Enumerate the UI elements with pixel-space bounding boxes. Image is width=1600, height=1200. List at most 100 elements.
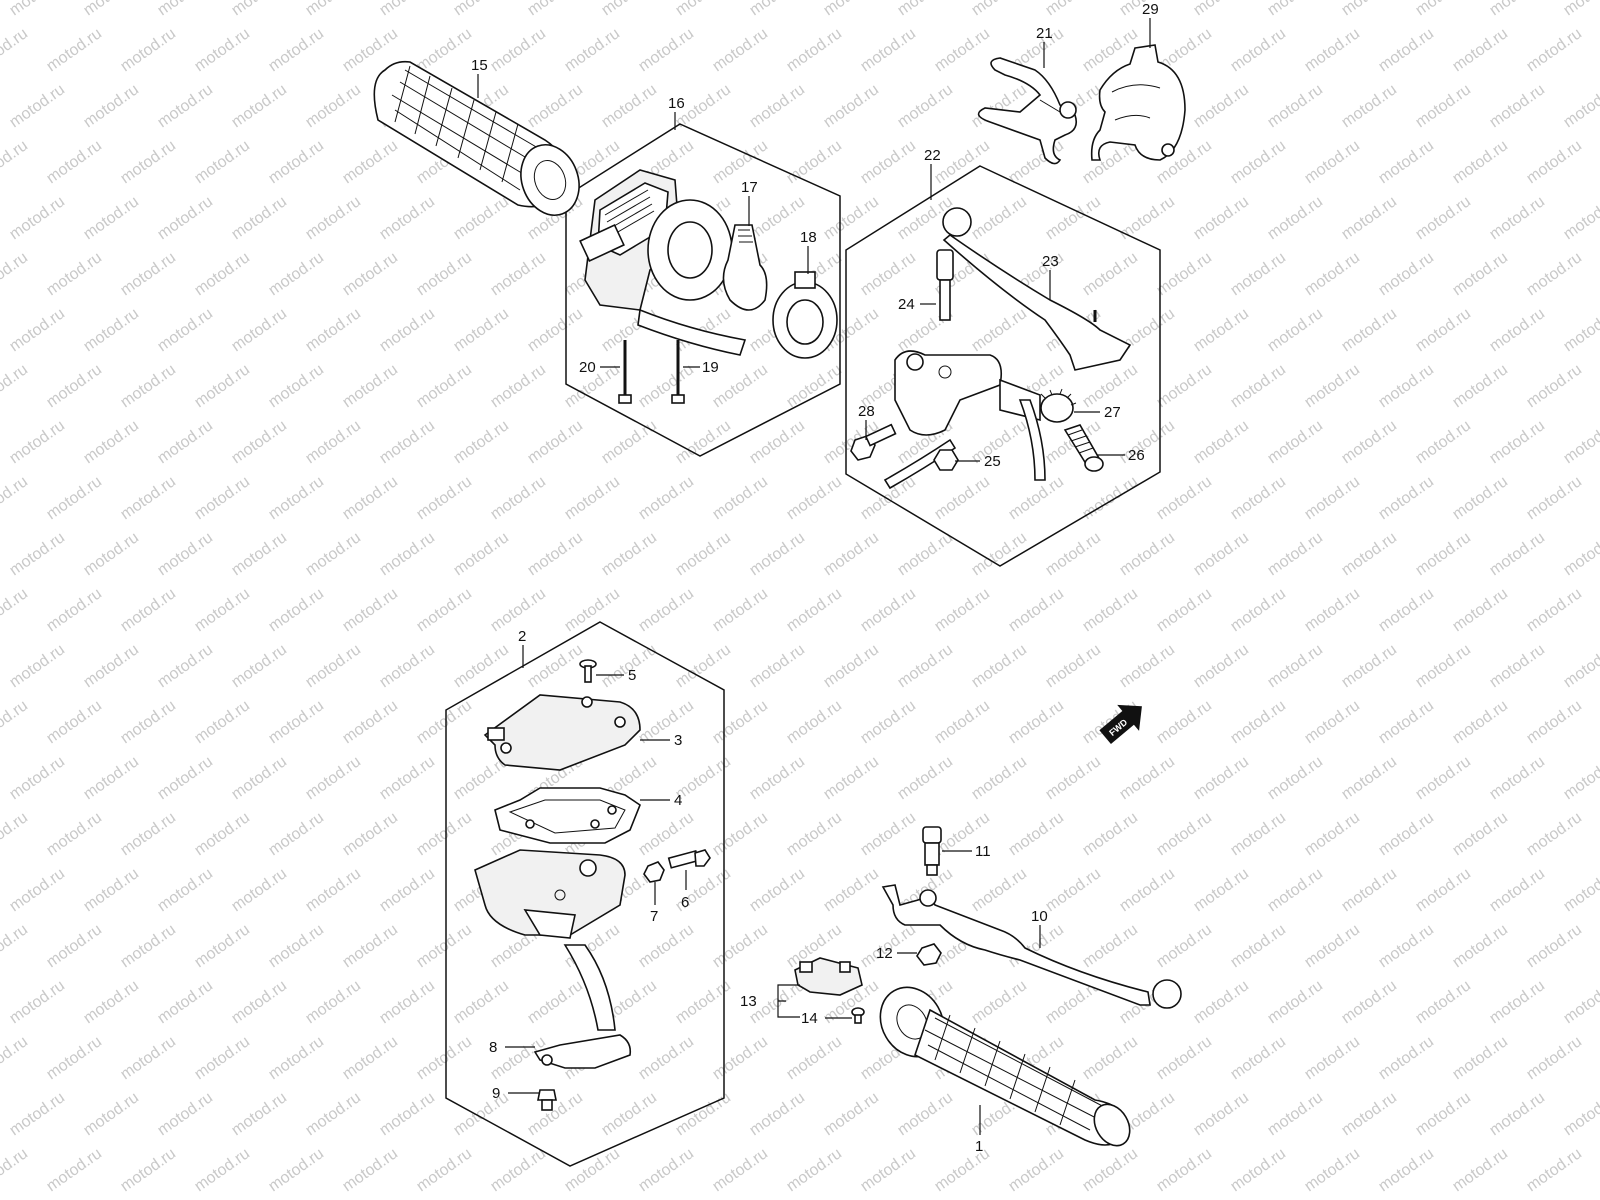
watermark-text: motod.ru bbox=[377, 305, 438, 355]
watermark-text: motod.ru bbox=[1117, 193, 1178, 243]
watermark-text: motod.ru bbox=[969, 193, 1030, 243]
watermark-text: motod.ru bbox=[821, 1089, 882, 1139]
watermark-text: motod.ru bbox=[7, 1089, 68, 1139]
watermark-text: motod.ru bbox=[932, 473, 993, 523]
watermark-text: motod.ru bbox=[710, 585, 771, 635]
watermark-text: motod.ru bbox=[340, 809, 401, 859]
watermark-text: motod.ru bbox=[1080, 473, 1141, 523]
watermark-text: motod.ru bbox=[932, 137, 993, 187]
watermark-text: motod.ru bbox=[1561, 81, 1600, 131]
watermark-text: motod.ru bbox=[1487, 417, 1548, 467]
watermark-text: motod.ru bbox=[155, 417, 216, 467]
watermark-text: motod.ru bbox=[1524, 697, 1585, 747]
part-number-6: 6 bbox=[681, 894, 689, 911]
watermark-text: motod.ru bbox=[1376, 921, 1437, 971]
watermark-text: motod.ru bbox=[1413, 753, 1474, 803]
watermark-text: motod.ru bbox=[1228, 585, 1289, 635]
nut-12-drawing bbox=[916, 943, 942, 966]
watermark-text: motod.ru bbox=[0, 361, 31, 411]
watermark-text: motod.ru bbox=[0, 921, 31, 971]
part-number-9: 9 bbox=[492, 1085, 500, 1102]
watermark-text: motod.ru bbox=[44, 697, 105, 747]
watermark-text: motod.ru bbox=[1376, 697, 1437, 747]
watermark-text: motod.ru bbox=[673, 0, 734, 19]
part-number-14: 14 bbox=[801, 1010, 818, 1027]
watermark-text: motod.ru bbox=[1450, 361, 1511, 411]
grip-left-drawing bbox=[373, 60, 580, 216]
watermark-text: motod.ru bbox=[1080, 809, 1141, 859]
cable-plate-8-drawing bbox=[533, 1034, 632, 1069]
screw-14-drawing bbox=[851, 1007, 865, 1024]
watermark-text: motod.ru bbox=[451, 0, 512, 19]
watermark-text: motod.ru bbox=[895, 0, 956, 19]
watermark-text: motod.ru bbox=[1524, 1033, 1585, 1083]
watermark-text: motod.ru bbox=[784, 473, 845, 523]
watermark-text: motod.ru bbox=[451, 305, 512, 355]
watermark-text: motod.ru bbox=[969, 641, 1030, 691]
watermark-text: motod.ru bbox=[414, 25, 475, 75]
watermark-text: motod.ru bbox=[192, 25, 253, 75]
watermark-text: motod.ru bbox=[673, 1089, 734, 1139]
watermark-text: motod.ru bbox=[192, 1033, 253, 1083]
watermark-text: motod.ru bbox=[0, 25, 31, 75]
watermark-text: motod.ru bbox=[488, 473, 549, 523]
watermark-text: motod.ru bbox=[44, 137, 105, 187]
watermark-text: motod.ru bbox=[118, 473, 179, 523]
watermark-text: motod.ru bbox=[155, 753, 216, 803]
watermark-text: motod.ru bbox=[636, 25, 697, 75]
watermark-text: motod.ru bbox=[192, 921, 253, 971]
watermark-text: motod.ru bbox=[1265, 0, 1326, 19]
bolt-11-drawing bbox=[922, 826, 942, 876]
fwd-badge: FWD bbox=[1099, 704, 1142, 745]
watermark-text: motod.ru bbox=[192, 361, 253, 411]
watermark-text: motod.ru bbox=[1006, 809, 1067, 859]
screw-5-drawing bbox=[579, 659, 597, 683]
watermark-text: motod.ru bbox=[1524, 809, 1585, 859]
watermark-text: motod.ru bbox=[747, 193, 808, 243]
watermark-text: motod.ru bbox=[81, 529, 142, 579]
watermark-text: motod.ru bbox=[155, 641, 216, 691]
switch-housing-drawing bbox=[579, 169, 747, 356]
watermark-text: motod.ru bbox=[1339, 977, 1400, 1027]
part-labels: 15 16 17 18 19 20 21 22 23 24 25 26 27 2… bbox=[471, 1, 1159, 1155]
watermark-text: motod.ru bbox=[1450, 25, 1511, 75]
watermark-text: motod.ru bbox=[377, 641, 438, 691]
watermark-text: motod.ru bbox=[1487, 81, 1548, 131]
watermark-text: motod.ru bbox=[1080, 1145, 1141, 1195]
watermark-text: motod.ru bbox=[710, 809, 771, 859]
watermark-text: motod.ru bbox=[858, 25, 919, 75]
part-number-13: 13 bbox=[740, 993, 757, 1010]
part-number-16: 16 bbox=[668, 95, 685, 112]
lever-23-drawing bbox=[942, 207, 1132, 371]
watermark-text: motod.ru bbox=[0, 137, 31, 187]
part-number-28: 28 bbox=[858, 403, 875, 420]
cover-3-drawing bbox=[483, 694, 641, 771]
watermark-text: motod.ru bbox=[821, 753, 882, 803]
part-number-3: 3 bbox=[674, 732, 682, 749]
watermark-text: motod.ru bbox=[525, 0, 586, 19]
part-number-2: 2 bbox=[518, 628, 526, 645]
watermark-text: motod.ru bbox=[44, 921, 105, 971]
watermark-text: motod.ru bbox=[895, 81, 956, 131]
watermark-text: motod.ru bbox=[1006, 585, 1067, 635]
stop-switch-13-drawing bbox=[794, 957, 863, 996]
watermark-text: motod.ru bbox=[784, 585, 845, 635]
watermark-text: motod.ru bbox=[1191, 529, 1252, 579]
watermark-text: motod.ru bbox=[636, 921, 697, 971]
watermark-text: motod.ru bbox=[266, 697, 327, 747]
watermark-text: motod.ru bbox=[118, 585, 179, 635]
watermark-text: motod.ru bbox=[118, 1145, 179, 1195]
watermark-text: motod.ru bbox=[1191, 1089, 1252, 1139]
watermark-text: motod.ru bbox=[414, 1145, 475, 1195]
watermark-text: motod.ru bbox=[1339, 529, 1400, 579]
watermark-text: motod.ru bbox=[414, 809, 475, 859]
watermark-text: motod.ru bbox=[1450, 809, 1511, 859]
watermark-text: motod.ru bbox=[1339, 81, 1400, 131]
part-number-8: 8 bbox=[489, 1039, 497, 1056]
watermark-text: motod.ru bbox=[710, 921, 771, 971]
watermark-text: motod.ru bbox=[414, 361, 475, 411]
watermark-text: motod.ru bbox=[636, 1145, 697, 1195]
watermark-text: motod.ru bbox=[1191, 865, 1252, 915]
watermark-text: motod.ru bbox=[155, 305, 216, 355]
gasket-4-drawing bbox=[494, 787, 641, 844]
